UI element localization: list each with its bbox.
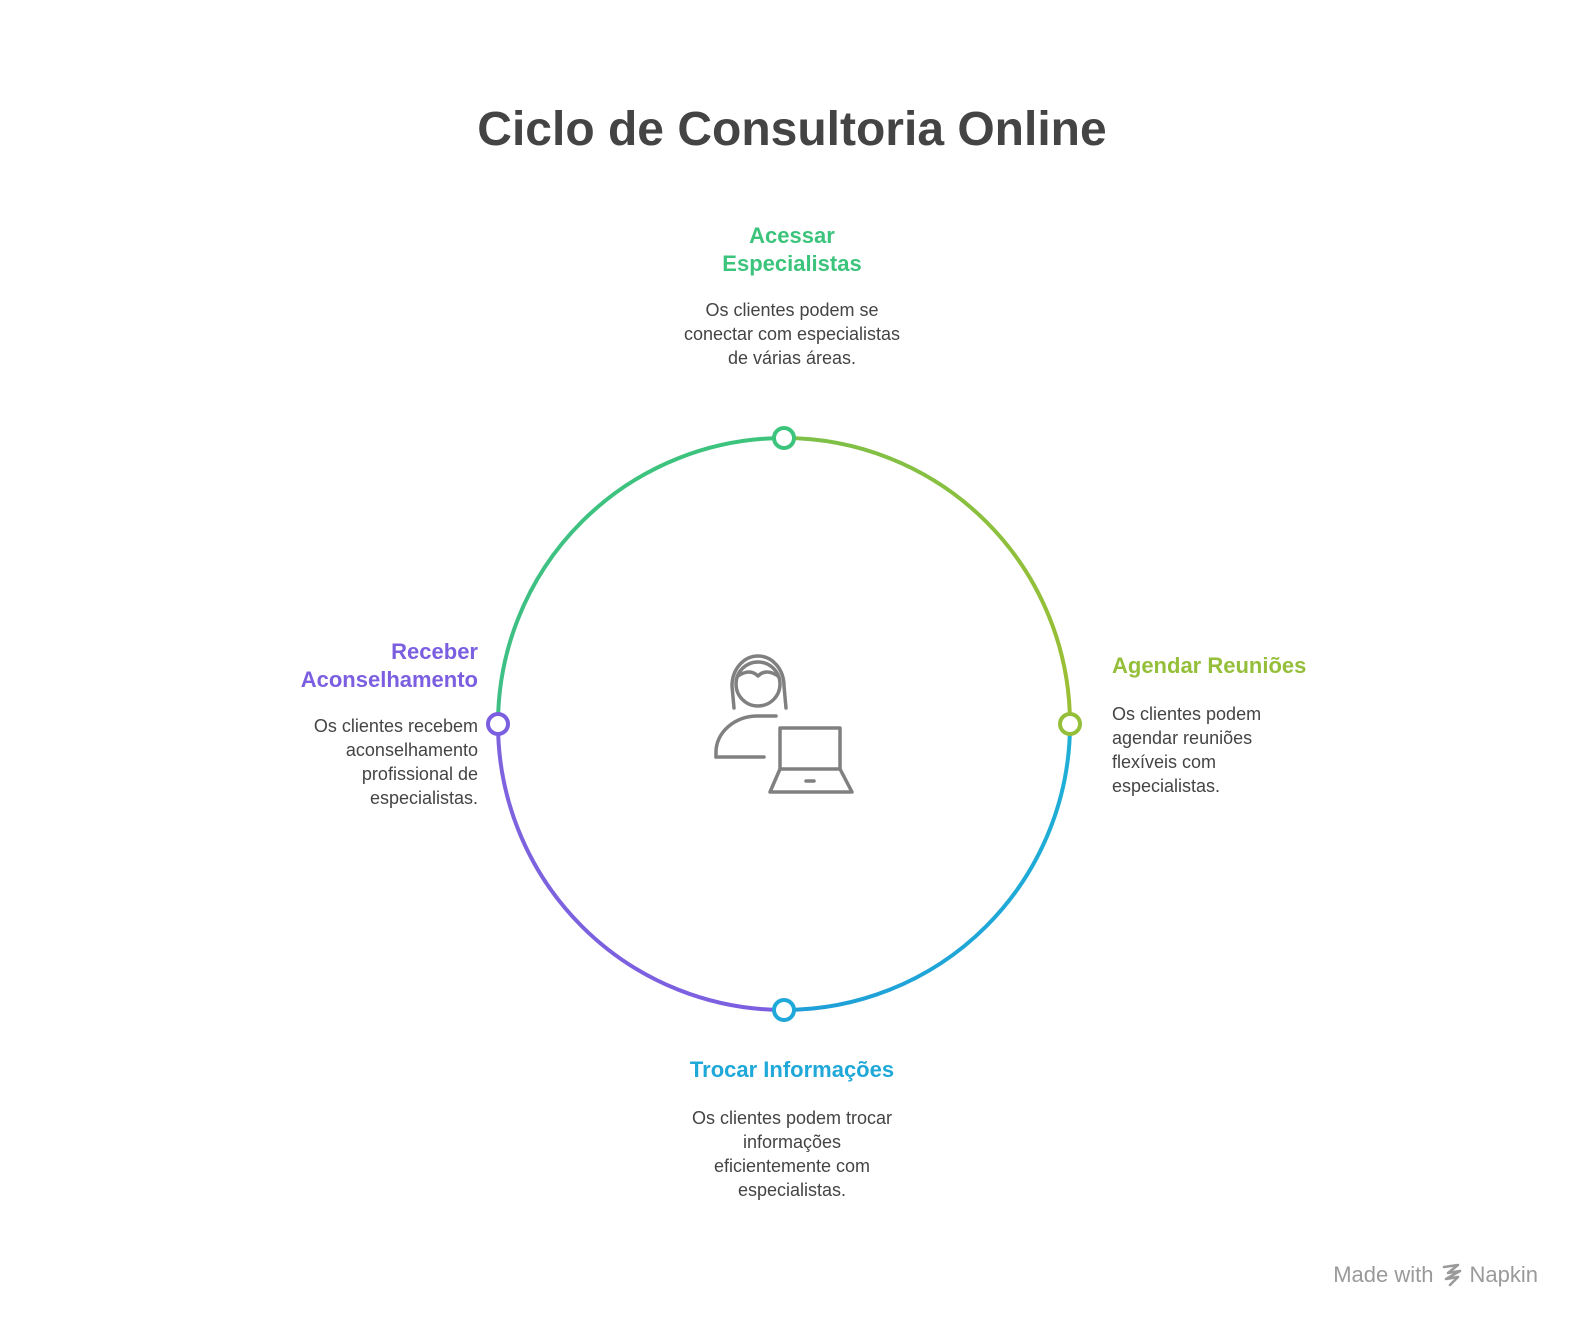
node-bottom (772, 998, 796, 1022)
made-with-label: Made with (1333, 1262, 1434, 1287)
step-title-agendar-reunioes: Agendar Reuniões (1112, 653, 1307, 678)
node-top (772, 426, 796, 450)
arc-top-right (783, 436, 1072, 725)
napkin-logo-icon (1442, 1263, 1461, 1287)
step-desc-receber-aconselhamento: Os clientes recebem aconselhamento profi… (313, 716, 478, 808)
page-title: Ciclo de Consultoria Online (477, 103, 1107, 156)
person-laptop-icon (714, 654, 854, 794)
arc-bottom-left (496, 723, 785, 1012)
node-left (486, 712, 510, 736)
step-desc-acessar-especialistas: Os clientes podem se conectar com especi… (683, 300, 901, 368)
arc-bottom-right (783, 723, 1072, 1012)
step-title-receber-aconselhamento: Receber Aconselhamento (300, 639, 478, 692)
step-desc-trocar-informacoes: Os clientes podem trocar informações efi… (691, 1108, 893, 1200)
arc-top-left (496, 436, 785, 725)
step-desc-agendar-reunioes: Os clientes podem agendar reuniões flexí… (1112, 704, 1262, 796)
step-title-acessar-especialistas: Acessar Especialistas (722, 223, 862, 276)
step-title-trocar-informacoes: Trocar Informações (689, 1057, 895, 1082)
node-right (1058, 712, 1082, 736)
made-with-napkin-badge[interactable]: Made with Napkin (1333, 1262, 1538, 1288)
napkin-brand-label: Napkin (1469, 1262, 1538, 1287)
